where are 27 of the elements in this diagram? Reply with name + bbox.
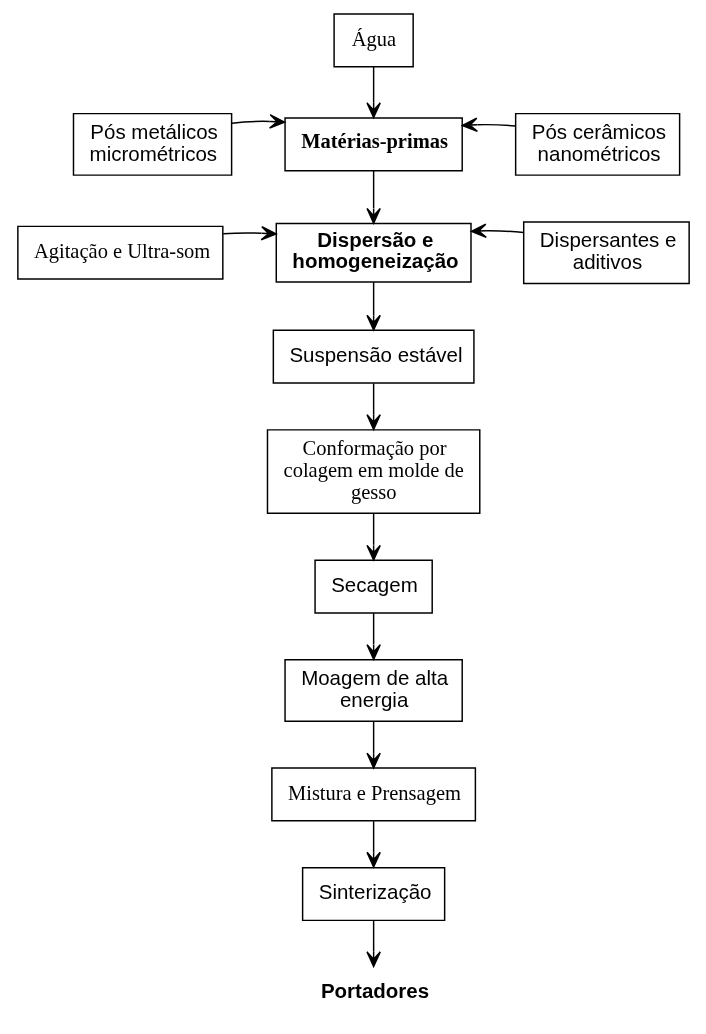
node-box: Matérias-primas (283, 117, 463, 172)
arrow (222, 225, 277, 241)
node-box: Conformação por colagem em molde de gesso (266, 429, 480, 515)
node-text: Portadores (320, 978, 429, 1002)
arrow (365, 721, 381, 769)
node-box: Moagem de alta energia (283, 659, 463, 722)
node-box: Dispersantes e aditivos (522, 221, 690, 285)
node-box: Pós cerâmicos nanométricos (514, 112, 680, 176)
arrow (365, 66, 381, 119)
node-box: Suspensão estável (272, 329, 475, 384)
arrow (365, 170, 381, 224)
node-box: Mistura e Prensagem (270, 767, 476, 822)
node-box: Sinterização (301, 866, 445, 922)
arrow (365, 920, 381, 968)
node-box: Água (332, 13, 414, 68)
node-box: Secagem (313, 559, 433, 614)
arrow (365, 820, 381, 868)
arrow (365, 382, 381, 431)
arrow (230, 114, 285, 129)
node-box: Dispersão e homogeneização (275, 222, 472, 283)
arrow (365, 612, 381, 661)
node-box: Pós metálicos micrométricos (72, 112, 232, 176)
arrow (470, 223, 524, 239)
arrow (365, 281, 381, 331)
arrow (365, 512, 381, 561)
arrow (461, 117, 516, 133)
node-box: Agitação e Ultra-som (16, 225, 224, 280)
